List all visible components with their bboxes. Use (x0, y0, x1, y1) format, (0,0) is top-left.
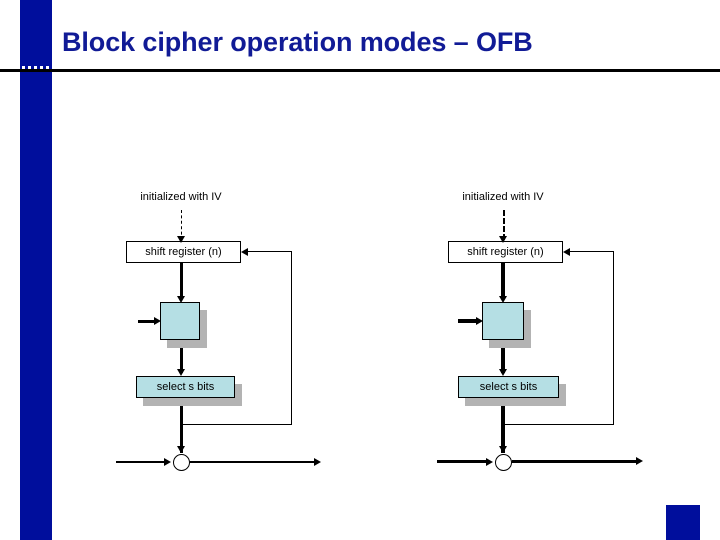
arrowhead-cipher-in-left (177, 296, 185, 303)
xor-node-right (495, 454, 512, 471)
sidebar-accent-bar (20, 0, 52, 540)
corner-accent-block (666, 505, 700, 540)
arrowhead-cipher-in-right (499, 296, 507, 303)
xor-node-left (173, 454, 190, 471)
feedback-top-segment-left (248, 251, 292, 252)
arrowhead-xor-in-right (499, 446, 507, 453)
iv-label-left: initialized with IV (140, 191, 222, 203)
output-arrowhead-right (636, 457, 643, 465)
connector-select-to-xor-left (180, 398, 183, 453)
sidebar-dash-marker (22, 66, 52, 71)
output-line-left (190, 461, 316, 463)
select-bits-box-left: select s bits (136, 376, 235, 398)
output-arrowhead-left (314, 458, 321, 466)
iv-arrowhead-left (177, 236, 185, 243)
feedback-bottom-segment-right (503, 424, 614, 425)
arrowhead-select-in-right (499, 369, 507, 376)
arrowhead-select-in-left (177, 369, 185, 376)
connector-select-to-xor-right (501, 398, 505, 453)
shift-register-box-right: shift register (n) (448, 241, 563, 263)
arrowhead-xor-in-left (177, 446, 185, 453)
feedback-top-segment-right (570, 251, 614, 252)
cipher-block-left (160, 302, 200, 340)
iv-arrowhead-right (499, 236, 507, 243)
connector-cipher-to-select-right (501, 340, 505, 373)
feedback-bottom-segment-left (181, 424, 292, 425)
shift-register-box-left: shift register (n) (126, 241, 241, 263)
input-arrowhead-right (486, 458, 493, 466)
connector-cipher-to-select-left (180, 340, 183, 373)
connector-shiftregister-to-cipher-left (180, 263, 183, 299)
feedback-arrowhead-right (563, 248, 570, 256)
input-line-left (116, 461, 166, 463)
page-title: Block cipher operation modes – OFB (62, 27, 533, 57)
feedback-vertical-segment-right (613, 251, 614, 425)
key-input-arrowhead-left (154, 317, 161, 325)
key-input-arrowhead-right (476, 317, 483, 325)
output-line-right (512, 460, 638, 463)
header-divider (0, 69, 720, 72)
iv-dashed-connector-left (181, 210, 182, 240)
input-line-right (437, 460, 488, 463)
key-input-line-right (458, 319, 478, 323)
feedback-arrowhead-left (241, 248, 248, 256)
key-input-line-left (138, 320, 156, 323)
select-bits-box-right: select s bits (458, 376, 559, 398)
iv-dashed-connector-right (503, 210, 505, 240)
connector-shiftregister-to-cipher-right (501, 263, 505, 299)
iv-label-right: initialized with IV (462, 191, 544, 203)
input-arrowhead-left (164, 458, 171, 466)
cipher-block-right (482, 302, 524, 340)
feedback-vertical-segment-left (291, 251, 292, 425)
